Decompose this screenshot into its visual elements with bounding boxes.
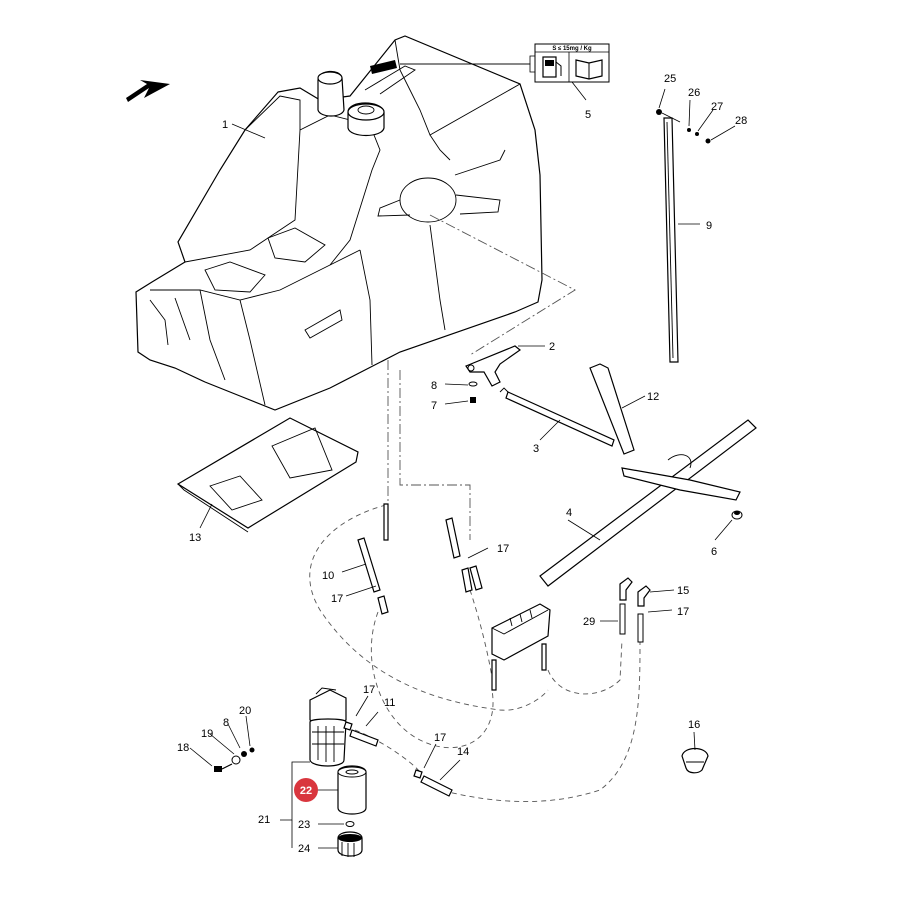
support-rod[interactable] (499, 387, 615, 447)
callout-11[interactable]: 11 (384, 697, 395, 709)
warning-decal[interactable]: S ≤ 15mg / Kg (400, 43, 610, 101)
callout-6[interactable]: 6 (711, 546, 717, 558)
callout-9[interactable]: 9 (706, 220, 712, 232)
floor-mat[interactable] (176, 417, 359, 533)
fuel-hose[interactable] (357, 503, 389, 615)
callout-22[interactable]: 22 (300, 785, 312, 797)
tank-strap[interactable] (663, 117, 679, 363)
fuel-hose-return[interactable] (445, 517, 483, 593)
callout-1[interactable]: 1 (222, 119, 228, 131)
callout-15[interactable]: 15 (677, 585, 689, 597)
hose-11[interactable] (343, 721, 379, 747)
callout-5[interactable]: 5 (585, 109, 591, 121)
callout-28[interactable]: 28 (735, 115, 747, 127)
callout-8-filter[interactable]: 8 (223, 717, 229, 729)
callout-16[interactable]: 16 (688, 719, 700, 731)
callout-24[interactable]: 24 (298, 843, 310, 855)
callout-17-hose[interactable]: 17 (434, 732, 446, 744)
bracket-fasteners[interactable] (468, 381, 478, 403)
decal-spec-text: S ≤ 15mg / Kg (552, 46, 592, 52)
callout-25[interactable]: 25 (664, 73, 676, 85)
filter-element[interactable] (337, 765, 367, 815)
callout-2[interactable]: 2 (549, 341, 555, 353)
fuel-filter-assembly[interactable] (309, 687, 347, 767)
callout-13[interactable]: 13 (189, 532, 201, 544)
callout-8-bracket[interactable]: 8 (431, 380, 437, 392)
callout-3[interactable]: 3 (533, 443, 539, 455)
callout-19[interactable]: 19 (201, 728, 213, 740)
callout-17-supply[interactable]: 17 (331, 593, 343, 605)
filter-bowl[interactable] (337, 831, 363, 857)
hose-14[interactable] (413, 769, 453, 797)
diagonal-support[interactable] (589, 363, 635, 455)
leader-lines (189, 123, 733, 849)
callout-10[interactable]: 10 (322, 570, 334, 582)
callout-labels: 1 2 3 4 5 6 7 8 9 10 11 12 13 14 15 16 1… (177, 73, 747, 855)
crossmember[interactable] (539, 419, 757, 587)
fuel-tank[interactable] (135, 35, 543, 411)
callout-14[interactable]: 14 (457, 746, 469, 758)
mounting-bolt-set[interactable] (214, 747, 255, 773)
hose-clamp[interactable] (681, 747, 709, 774)
fuel-pump-icon (542, 56, 562, 78)
o-ring[interactable] (345, 821, 355, 827)
callout-4[interactable]: 4 (566, 507, 572, 519)
elbow-fittings[interactable] (619, 577, 651, 643)
manual-book-icon (575, 59, 603, 80)
callout-26[interactable]: 26 (688, 87, 700, 99)
bracket[interactable] (465, 345, 522, 387)
callout-23[interactable]: 23 (298, 819, 310, 831)
direction-arrow-icon (126, 80, 170, 102)
callout-18[interactable]: 18 (177, 742, 189, 754)
callout-12[interactable]: 12 (647, 391, 659, 403)
callout-17-return[interactable]: 17 (497, 543, 509, 555)
callout-17-filter[interactable]: 17 (363, 684, 375, 696)
strap-hardware[interactable] (656, 88, 736, 144)
callout-20[interactable]: 20 (239, 705, 251, 717)
callout-7[interactable]: 7 (431, 400, 437, 412)
sender-module[interactable] (491, 603, 551, 691)
highlight-badge (294, 778, 318, 802)
callout-21[interactable]: 21 (258, 814, 270, 826)
callout-27[interactable]: 27 (711, 101, 723, 113)
callout-29[interactable]: 29 (583, 616, 595, 628)
nut[interactable] (731, 510, 743, 520)
callout-17-fitting[interactable]: 17 (677, 606, 689, 618)
